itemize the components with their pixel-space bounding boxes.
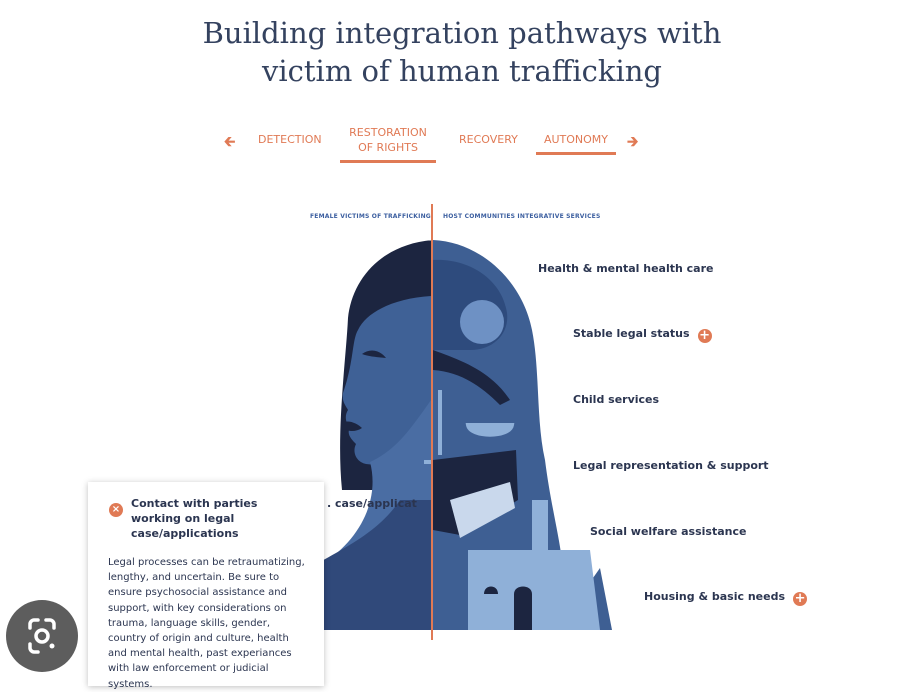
- house-shape: [468, 500, 600, 630]
- tab-autonomy[interactable]: AUTONOMY: [536, 132, 616, 155]
- tab-restoration-of-rights[interactable]: RESTORATION OF RIGHTS: [340, 125, 436, 163]
- service-label: Legal representation & support: [573, 459, 769, 472]
- service-health[interactable]: Health & mental health care: [538, 262, 713, 275]
- service-legal-status[interactable]: Stable legal status +: [573, 327, 712, 343]
- tab-label: AUTONOMY: [543, 133, 609, 146]
- child-figure: [460, 300, 504, 344]
- tab-label-line-1: RESTORATION: [349, 126, 427, 139]
- service-housing[interactable]: Housing & basic needs +: [644, 590, 808, 606]
- illustration: [318, 204, 612, 640]
- service-label: Health & mental health care: [538, 262, 714, 275]
- title-line-2: victim of human trafficking: [261, 54, 662, 88]
- arrow-right-icon[interactable]: 🡲: [627, 134, 639, 150]
- service-label: Child services: [573, 393, 660, 406]
- arrow-left-icon[interactable]: 🡰: [224, 134, 236, 150]
- stage-tabs: 🡰 DETECTION RESTORATION OF RIGHTS RECOVE…: [0, 122, 924, 172]
- column-header-right: HOST COMMUNITIES INTEGRATIVE SERVICES: [443, 213, 601, 220]
- info-popup: × Contact with parties working on legal …: [88, 482, 324, 690]
- service-social-welfare[interactable]: Social welfare assistance: [590, 525, 746, 538]
- eye-shape: [362, 350, 386, 358]
- service-legal-representation[interactable]: Legal representation & support: [573, 459, 769, 472]
- popup-body: Legal processes can be retraumatizing, l…: [108, 557, 305, 690]
- service-child[interactable]: Child services: [573, 393, 659, 406]
- face-shape: [342, 296, 431, 465]
- column-header-left: FEMALE VICTIMS OF TRAFFICKING: [310, 213, 431, 220]
- google-lens-button[interactable]: [6, 600, 78, 672]
- house-door: [514, 586, 532, 630]
- plus-circle-icon[interactable]: +: [697, 328, 712, 343]
- close-circle-icon[interactable]: ×: [109, 503, 123, 517]
- hands-shape: [450, 482, 515, 538]
- tab-label: DETECTION: [258, 133, 322, 146]
- house-window: [484, 586, 498, 594]
- popup-title: Contact with parties working on legal ca…: [131, 497, 258, 540]
- service-label: Social welfare assistance: [590, 525, 747, 538]
- tab-label-line-2: OF RIGHTS: [358, 141, 418, 154]
- plus-circle-icon[interactable]: +: [793, 591, 808, 606]
- dark-branch: [433, 350, 510, 405]
- service-label: Housing & basic needs: [644, 590, 786, 603]
- shoulder-shadow: [318, 500, 431, 630]
- page-title: Building integration pathways with victi…: [0, 14, 924, 90]
- google-lens-icon: [28, 618, 56, 654]
- tab-detection[interactable]: DETECTION: [258, 132, 322, 147]
- service-label: Stable legal status: [573, 327, 690, 340]
- tab-recovery[interactable]: RECOVERY: [459, 132, 518, 147]
- title-line-1: Building integration pathways with: [202, 16, 722, 50]
- tab-label: RECOVERY: [459, 133, 518, 146]
- hidden-item-label[interactable]: . case/applicat: [327, 497, 417, 510]
- lips-shape: [344, 421, 362, 431]
